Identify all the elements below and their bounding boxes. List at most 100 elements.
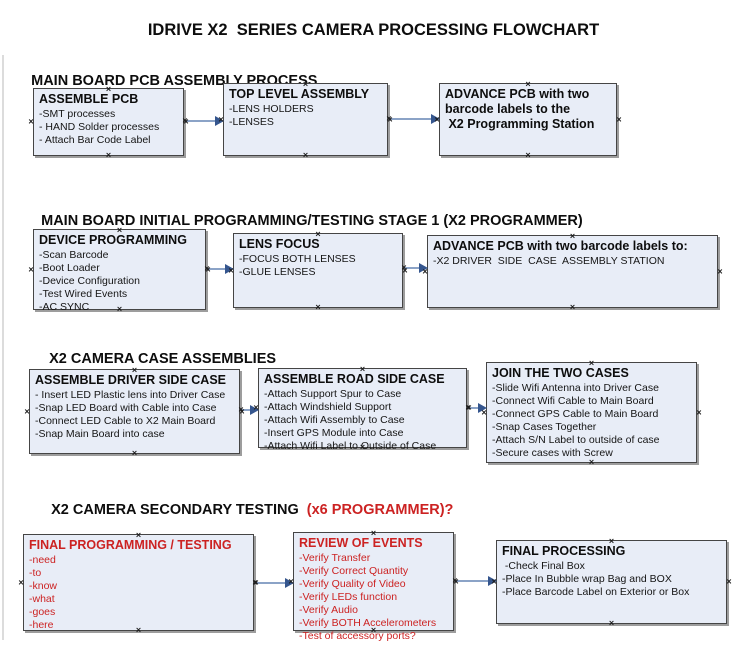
box-item: -Attach Wifi Assembly to Case: [264, 414, 405, 426]
connection-point-icon: ×: [28, 116, 34, 127]
box-item: -Slide Wifi Antenna into Driver Case: [492, 382, 659, 394]
box-item: -Test Wired Events: [39, 288, 128, 300]
connector-arrow: ×: [452, 575, 497, 587]
box-item: -Verify Audio: [299, 604, 358, 616]
flow-box-assemble-road-side-case: ASSEMBLE ROAD SIDE CASE -Attach Support …: [253, 365, 471, 453]
section-heading-text: X2 CAMERA CASE ASSEMBLIES: [49, 351, 277, 367]
connector-arrow: ×: [204, 263, 234, 275]
connection-point-icon: ×: [616, 114, 622, 124]
flow-box-top-level-assembly: TOP LEVEL ASSEMBLY -LENS HOLDERS-LENSES …: [218, 80, 392, 160]
arrow-line: [404, 267, 422, 269]
box-item: -X2 DRIVER SIDE CASE ASSEMBLY STATION: [433, 255, 665, 267]
box-item: -Insert GPS Module into Case: [264, 427, 404, 439]
box-item: -Device Configuration: [39, 275, 140, 287]
box-title: ADVANCE PCB with two barcode labels to:: [433, 239, 688, 253]
section-heading-text: MAIN BOARD INITIAL PROGRAMMING/TESTING S…: [41, 213, 583, 229]
box-item: -Place Barcode Label on Exterior or Box: [502, 586, 690, 598]
arrowhead-icon: [478, 403, 487, 413]
box-item: -Snap Main Board into case: [35, 428, 165, 440]
box-title: JOIN THE TWO CASES: [492, 366, 629, 380]
box-item-list: -Scan Barcode-Boot Loader-Device Configu…: [39, 249, 200, 314]
box-title: ASSEMBLE ROAD SIDE CASE: [264, 372, 445, 386]
section-heading-text: MAIN BOARD PCB ASSEMBLY PROCESS: [31, 73, 318, 89]
connection-point-icon: ×: [315, 302, 321, 312]
connection-point-icon: ×: [302, 150, 309, 160]
connection-point-icon: ×: [569, 302, 576, 312]
box-title: ASSEMBLE PCB: [39, 92, 139, 106]
arrowhead-icon: [215, 116, 224, 126]
box-item: -FOCUS BOTH LENSES: [239, 253, 356, 265]
flow-box-assemble-pcb: ASSEMBLE PCB -SMT processes- HAND Solder…: [28, 85, 188, 160]
box-item: -Boot Loader: [39, 262, 100, 274]
connector-arrow: ×: [386, 113, 440, 125]
box-item-list: - Insert LED Plastic lens into Driver Ca…: [35, 389, 234, 441]
box-item: -LENSES: [229, 116, 274, 128]
arrowhead-icon: [285, 578, 294, 588]
flow-box-advance-pcb-to-programming-station: ADVANCE PCB with two barcode labels to t…: [434, 80, 621, 160]
box-item: -Verify Quality of Video: [299, 578, 406, 590]
connector-arrow: ×: [252, 577, 294, 589]
arrowhead-icon: [419, 263, 428, 273]
section-heading-pcb-assembly: MAIN BOARD PCB ASSEMBLY PROCESS: [15, 57, 317, 105]
flow-box-final-processing: FINAL PROCESSING -Check Final Box-Place …: [491, 537, 731, 628]
box-item: -Attach Support Spur to Case: [264, 388, 402, 400]
box-item: - Attach Bar Code Label: [39, 134, 151, 146]
box-item: -to: [29, 567, 42, 579]
box-item-list: -Check Final Box-Place In Bubble wrap Ba…: [502, 560, 721, 599]
box-item: - Insert LED Plastic lens into Driver Ca…: [35, 389, 226, 401]
arrow-line: [468, 407, 481, 409]
flow-box-assemble-driver-side-case: ASSEMBLE DRIVER SIDE CASE - Insert LED P…: [24, 366, 244, 458]
box-item: -Test of accessory ports?: [299, 630, 416, 642]
flow-box-review-of-events: REVIEW OF EVENTS -Verify Transfer-Verify…: [288, 529, 458, 643]
box-item: -goes: [29, 606, 56, 618]
box-title: REVIEW OF EVENTS: [299, 536, 423, 550]
arrowhead-icon: [431, 114, 440, 124]
box-item: -GLUE LENSES: [239, 266, 316, 278]
section-heading-secondary-testing: X2 CAMERA SECONDARY TESTING (x6 PROGRAMM…: [35, 486, 453, 534]
connection-point-icon: ×: [28, 264, 34, 274]
box-item: -need: [29, 554, 56, 566]
arrowhead-icon: [225, 264, 234, 274]
connector-arrow: ×: [401, 262, 428, 274]
arrow-line: [185, 120, 218, 122]
box-item: -Snap Cases Together: [492, 421, 597, 433]
section-heading-red-text: (x6 PROGRAMMER)?: [302, 502, 454, 518]
connection-point-icon: ×: [24, 406, 30, 416]
connection-point-icon: ×: [717, 266, 723, 276]
arrowhead-icon: [488, 576, 497, 586]
box-item: -what: [29, 593, 55, 605]
box-item-list: -need-to-know-what-goes-here: [29, 554, 248, 632]
arrow-line: [389, 118, 434, 120]
box-item: -Check Final Box: [502, 560, 585, 572]
box-item-list: -SMT processes- HAND Solder processes- A…: [39, 108, 178, 147]
box-item: -Connect LED Cable to X2 Main Board: [35, 415, 216, 427]
box-title: LENS FOCUS: [239, 237, 320, 251]
box-item: -Connect Wifi Cable to Main Board: [492, 395, 654, 407]
box-title: ADVANCE PCB with two barcode labels to t…: [445, 87, 595, 131]
box-item-list: -FOCUS BOTH LENSES-GLUE LENSES: [239, 253, 397, 279]
connector-arrow: ×: [238, 404, 259, 416]
connection-point-icon: ×: [726, 576, 732, 587]
flowchart-title: IDRIVE X2 SERIES CAMERA PROCESSING FLOWC…: [147, 21, 600, 39]
connection-point-icon: ×: [131, 448, 138, 458]
section-heading-case-assemblies: X2 CAMERA CASE ASSEMBLIES: [33, 335, 276, 383]
box-item: -Scan Barcode: [39, 249, 109, 261]
box-item-list: -X2 DRIVER SIDE CASE ASSEMBLY STATION: [433, 255, 712, 268]
arrow-line: [241, 409, 253, 411]
connection-point-icon: ×: [18, 577, 24, 587]
box-item: -LENS HOLDERS: [229, 103, 314, 115]
box-title: TOP LEVEL ASSEMBLY: [229, 87, 370, 101]
connection-point-icon: ×: [105, 150, 112, 160]
arrowhead-icon: [250, 405, 259, 415]
connector-arrow: ×: [465, 402, 487, 414]
connector-arrow: ×: [182, 115, 224, 127]
arrow-line: [255, 582, 288, 584]
box-item-list: -LENS HOLDERS-LENSES: [229, 103, 382, 129]
box-title: FINAL PROGRAMMING / TESTING: [29, 538, 232, 552]
flow-box-join-the-two-cases: JOIN THE TWO CASES -Slide Wifi Antenna i…: [481, 359, 701, 467]
connection-point-icon: ×: [696, 407, 702, 417]
box-item: -Connect GPS Cable to Main Board: [492, 408, 659, 420]
flow-box-device-programming: DEVICE PROGRAMMING -Scan Barcode-Boot Lo…: [28, 226, 210, 314]
arrow-line: [455, 580, 491, 582]
